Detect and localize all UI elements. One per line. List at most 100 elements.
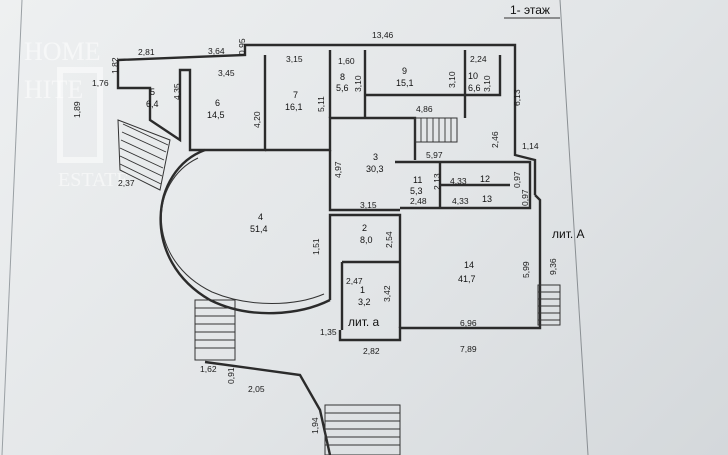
stair-inner [414, 117, 458, 143]
dimension-label: 3,10 [447, 71, 457, 88]
room-11-number: 11 [413, 175, 422, 185]
dimension-label: 3,10 [353, 75, 363, 92]
dimension-label: 9,36 [548, 258, 558, 275]
dimension-label: 3,64 [208, 46, 225, 56]
stair-west [117, 119, 171, 191]
dimension-label: 2,82 [363, 346, 380, 356]
room-9-number: 9 [402, 66, 407, 76]
dimension-label: 2,13 [432, 173, 442, 190]
dimension-label: 5,97 [426, 150, 443, 160]
room-6-number: 6 [215, 98, 220, 108]
room-10-area: 6,6 [468, 83, 481, 93]
room-4-number: 4 [258, 212, 263, 222]
room-14-area: 41,7 [458, 274, 476, 284]
wall-room2 [328, 213, 402, 328]
wall-north [117, 43, 537, 195]
dimension-label: 13,46 [372, 30, 394, 40]
dimension-labels: 13,46 2,81 3,64 0,95 1,76 1,82 3,45 3,15… [72, 30, 558, 434]
room-1-number: 1 [360, 285, 365, 295]
dimension-label: 7,89 [460, 344, 477, 354]
dimension-label: 1,76 [92, 78, 109, 88]
watermark-line2: HITE [24, 75, 83, 104]
dimension-label: 3,45 [218, 68, 235, 78]
room-5-number: 5 [150, 87, 155, 97]
dimension-label: 1,82 [110, 57, 120, 74]
floor-title: 1- этаж [510, 3, 550, 17]
room-9-area: 15,1 [396, 78, 414, 88]
dimension-label: 6,96 [460, 318, 477, 328]
dimension-label: 5,11 [316, 96, 326, 112]
room-3-number: 3 [373, 152, 378, 162]
wall-rotunda [159, 148, 331, 315]
dimension-label: 4,20 [252, 111, 262, 128]
wall-room3-top [265, 116, 417, 160]
dimension-label: 0,95 [237, 38, 247, 55]
stair-east [537, 284, 561, 326]
dimension-label: 4,33 [450, 176, 467, 186]
watermark-logo: HOME HITE ESTATE [24, 37, 129, 191]
wall-room3-west [328, 150, 400, 212]
dimension-label: 0,97 [512, 171, 522, 188]
dimension-label: 4,35 [172, 83, 182, 100]
room-4-area: 51,4 [250, 224, 268, 234]
wall-rotunda-inner [160, 157, 325, 304]
lit-a-lower-label: лит. а [348, 315, 380, 329]
sheet-right-border [559, 0, 589, 455]
dimension-label: 1,94 [310, 417, 320, 434]
room-8-number: 8 [340, 72, 345, 82]
room-1-area: 3,2 [358, 297, 371, 307]
watermark-emblem [57, 67, 103, 163]
room-12-number: 12 [480, 174, 490, 184]
dimension-label: 2,47 [346, 276, 363, 286]
dimension-label: 1,89 [72, 101, 82, 118]
dimension-label: 0,97 [520, 189, 530, 206]
dimension-label: 2,05 [248, 384, 265, 394]
dimension-label: 4,33 [452, 196, 469, 206]
dimension-label: 5,99 [521, 261, 531, 278]
dimension-label: 2,46 [490, 131, 500, 148]
room-10-number: 10 [468, 71, 478, 81]
stair-bottom [204, 360, 401, 455]
room-5-area: 6,4 [146, 99, 159, 109]
dimension-label: 4,86 [416, 104, 433, 114]
wall-room9-bottom [365, 55, 502, 97]
room-labels: 1 3,2 2 8,0 3 30,3 4 51,4 5 6,4 6 14,5 7… [146, 66, 492, 307]
dimension-label: 1,35 [320, 327, 337, 337]
dimension-label: 2,81 [138, 47, 155, 57]
watermark-line1: HOME [24, 37, 101, 66]
room-2-area: 8,0 [360, 235, 373, 245]
room-13-number: 13 [482, 194, 492, 204]
dimension-label: 0,91 [226, 367, 236, 384]
dimension-label: 3,15 [360, 200, 377, 210]
dimension-label: 2,54 [384, 231, 394, 248]
dimension-label: 1,62 [200, 364, 217, 374]
dimension-label: 3,15 [286, 54, 303, 64]
building-outline [116, 43, 542, 342]
dimension-label: 6,13 [512, 89, 522, 106]
dimension-label: 1,51 [311, 238, 321, 255]
dimension-label: 1,60 [338, 56, 355, 66]
wall-west-block [116, 55, 267, 152]
stair-south [194, 299, 236, 361]
room-7-area: 16,1 [285, 102, 303, 112]
lit-a-upper-label: лит. А [552, 227, 585, 241]
dimension-label: 3,42 [382, 285, 392, 302]
room-14-number: 14 [464, 260, 474, 270]
wall-rooms-11-13 [395, 160, 532, 210]
room-11-area: 5,3 [410, 186, 423, 196]
dimension-label: 2,37 [118, 178, 135, 188]
dimension-label: 1,14 [522, 141, 539, 151]
watermark-line3: ESTATE [58, 169, 129, 191]
room-7-number: 7 [293, 90, 298, 100]
dimension-label: 3,10 [482, 75, 492, 92]
room-8-area: 5,6 [336, 83, 349, 93]
room-6-area: 14,5 [207, 110, 225, 120]
dimension-label: 4,97 [333, 161, 343, 178]
sheet-left-border [1, 0, 23, 455]
room-3-area: 30,3 [366, 164, 384, 174]
dimension-label: 2,48 [410, 196, 427, 206]
room-2-number: 2 [362, 223, 367, 233]
dimension-label: 2,24 [470, 54, 487, 64]
